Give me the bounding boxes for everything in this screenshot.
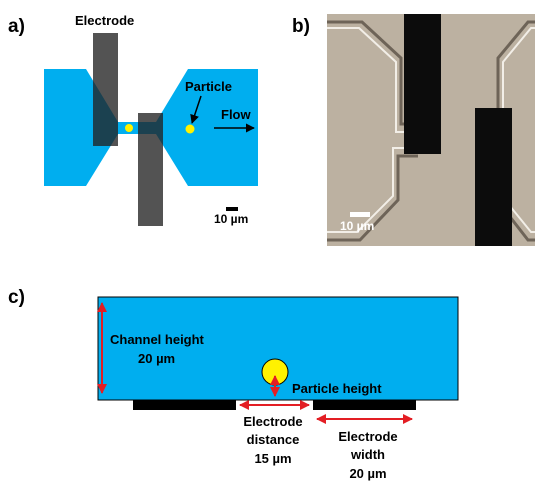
particle-height-label: Particle height xyxy=(292,381,382,396)
particle-in-channel xyxy=(125,124,133,132)
electrode-distance-value: 15 µm xyxy=(254,451,292,466)
panel-label-b: b) xyxy=(292,16,310,37)
electrode-distance-label-line1: Electrode xyxy=(243,414,303,429)
particle-pointer-arrow xyxy=(190,95,202,124)
electrode-width-label-line1: Electrode xyxy=(338,429,398,444)
particle-upstream xyxy=(185,124,195,134)
panel-label-a: a) xyxy=(8,16,25,37)
particle-label: Particle xyxy=(185,79,232,94)
right-electrode-side xyxy=(313,400,416,410)
channel-height-value: 20 µm xyxy=(138,351,176,366)
left-electrode-side xyxy=(133,400,236,410)
channel-side-view xyxy=(97,296,459,401)
scale-bar-a xyxy=(226,207,238,211)
scale-label-a: 10 µm xyxy=(214,212,249,226)
electrode-distance-label-line2: distance xyxy=(246,432,300,447)
electrode-width-label-line2: width xyxy=(351,447,385,462)
electrode-width-value: 20 µm xyxy=(349,466,387,481)
scale-label-b: 10 µm xyxy=(340,219,375,233)
panel-label-c: c) xyxy=(8,287,25,308)
electrode-label: Electrode xyxy=(75,13,135,28)
flow-label: Flow xyxy=(221,107,251,122)
top-electrode xyxy=(93,33,118,146)
panel-b-micrograph xyxy=(327,14,535,246)
channel-height-label: Channel height xyxy=(110,332,204,347)
bottom-electrode xyxy=(138,113,163,226)
